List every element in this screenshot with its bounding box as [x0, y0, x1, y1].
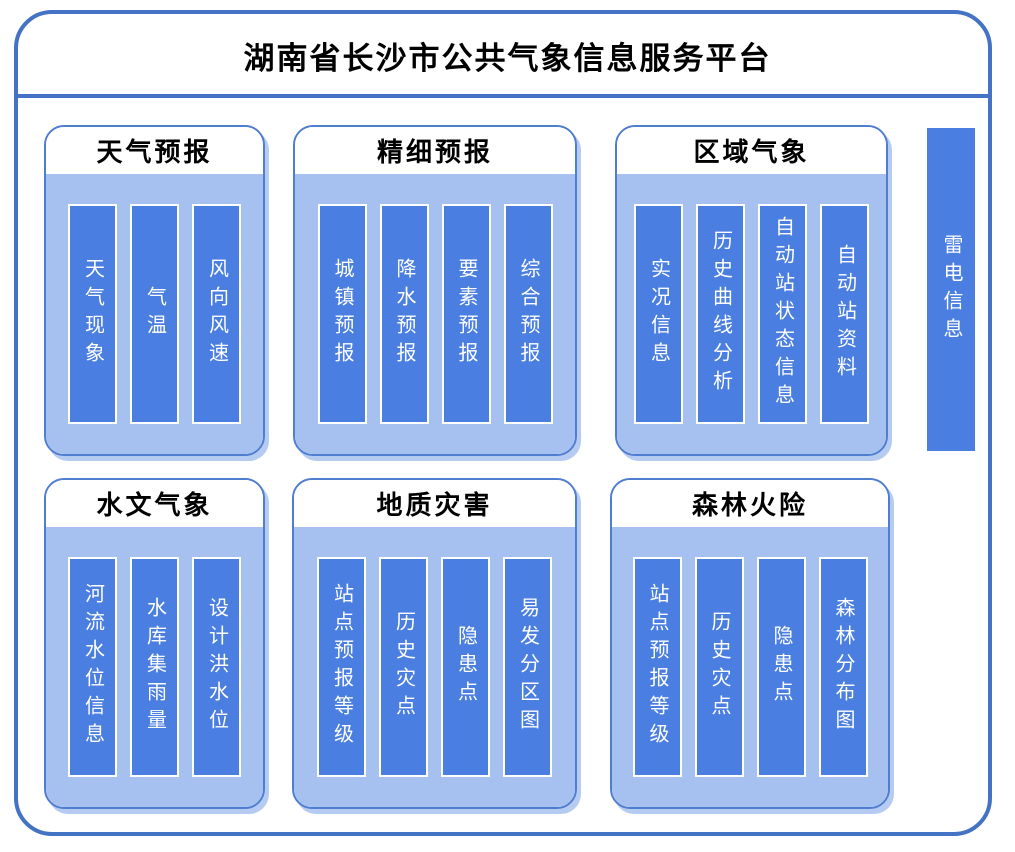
bar-label: 隐患点 [770, 625, 792, 709]
panel-regional-meteorology: 区域气象 实况信息 历史曲线分析 自动站状态信息 自动站资料 [615, 125, 888, 456]
bar-label: 自动站资料 [833, 244, 856, 384]
diagram-bar: 要素预报 [441, 204, 491, 424]
diagram-bar: 气温 [130, 204, 179, 424]
bar-label: 城镇预报 [331, 258, 353, 370]
diagram-bar: 风向风速 [192, 204, 241, 424]
bar-label: 实况信息 [647, 258, 670, 370]
bar-label: 要素预报 [455, 258, 477, 370]
bar-label: 综合预报 [517, 258, 539, 370]
bar-label: 自动站状态信息 [771, 216, 794, 412]
panel-hydrology-meteorology: 水文气象 河流水位信息 水库集雨量 设计洪水位 [44, 478, 265, 809]
diagram-bar: 历史灾点 [694, 557, 744, 777]
diagram-bar: 森林分布图 [818, 557, 868, 777]
bar-label: 易发分区图 [516, 597, 539, 737]
bar-label: 站点预报等级 [646, 583, 668, 751]
diagram-bar: 天气现象 [68, 204, 117, 424]
panel-title: 地质灾害 [294, 480, 575, 527]
panel-title: 水文气象 [46, 480, 263, 527]
bar-label: 设计洪水位 [205, 597, 228, 737]
title-divider [16, 94, 992, 98]
diagram-bar: 城镇预报 [317, 204, 367, 424]
diagram-bar: 站点预报等级 [317, 557, 366, 777]
diagram-bar: 自动站状态信息 [758, 204, 807, 424]
bar-label: 降水预报 [393, 258, 415, 370]
bar-label: 历史灾点 [708, 611, 730, 723]
diagram-bar: 设计洪水位 [192, 557, 241, 777]
diagram-bar: 水库集雨量 [130, 557, 179, 777]
bar-label: 雷电信息 [940, 233, 962, 346]
lightning-info-bar: 雷电信息 [927, 128, 975, 451]
panel-title: 森林火险 [612, 480, 888, 527]
panel-title: 天气预报 [46, 127, 263, 174]
panel-geological-hazard: 地质灾害 站点预报等级 历史灾点 隐患点 易发分区图 [292, 478, 577, 809]
bar-label: 隐患点 [454, 625, 477, 709]
bar-label: 历史灾点 [392, 611, 415, 723]
diagram-bar: 隐患点 [756, 557, 806, 777]
bar-label: 气温 [143, 286, 166, 342]
page-title: 湖南省长沙市公共气象信息服务平台 [243, 41, 772, 76]
diagram-bar: 历史曲线分析 [696, 204, 745, 424]
bar-label: 天气现象 [81, 258, 104, 370]
panel-title: 精细预报 [295, 127, 575, 174]
panel-fine-forecast: 精细预报 城镇预报 降水预报 要素预报 综合预报 [293, 125, 577, 456]
bar-label: 河流水位信息 [81, 583, 104, 751]
panel-body: 实况信息 历史曲线分析 自动站状态信息 自动站资料 [617, 174, 886, 454]
panel-forest-fire-risk: 森林火险 站点预报等级 历史灾点 隐患点 森林分布图 [610, 478, 890, 809]
panel-body: 河流水位信息 水库集雨量 设计洪水位 [46, 527, 263, 807]
panel-body: 站点预报等级 历史灾点 隐患点 易发分区图 [294, 527, 575, 807]
panel-body: 站点预报等级 历史灾点 隐患点 森林分布图 [612, 527, 888, 807]
bar-label: 历史曲线分析 [709, 230, 732, 398]
bar-label: 站点预报等级 [330, 583, 353, 751]
diagram-bar: 自动站资料 [820, 204, 869, 424]
panel-body: 天气现象 气温 风向风速 [46, 174, 263, 454]
panel-body: 城镇预报 降水预报 要素预报 综合预报 [295, 174, 575, 454]
diagram-bar: 综合预报 [503, 204, 553, 424]
diagram-bar: 实况信息 [634, 204, 683, 424]
bar-label: 水库集雨量 [143, 597, 166, 737]
diagram-bar: 降水预报 [379, 204, 429, 424]
bar-label: 森林分布图 [832, 597, 854, 737]
bar-label: 风向风速 [205, 258, 228, 370]
diagram-bar: 易发分区图 [503, 557, 552, 777]
diagram-bar: 隐患点 [441, 557, 490, 777]
panel-weather-forecast: 天气预报 天气现象 气温 风向风速 [44, 125, 265, 456]
diagram-bar: 历史灾点 [379, 557, 428, 777]
diagram-bar: 站点预报等级 [632, 557, 682, 777]
diagram-bar: 河流水位信息 [68, 557, 117, 777]
panel-title: 区域气象 [617, 127, 886, 174]
